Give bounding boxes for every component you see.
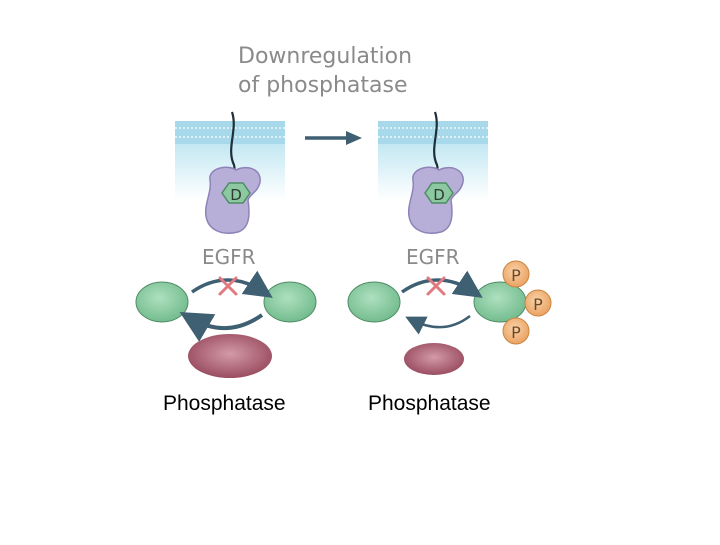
panel-left: D EGFR: [135, 111, 317, 378]
phosphatase-label-right: Phosphatase: [368, 392, 491, 415]
egfr-label-right: EGFR: [406, 245, 460, 269]
phosphate-3-label: P: [511, 323, 521, 342]
membrane-right: [378, 121, 488, 144]
transition-arrow: [305, 131, 362, 145]
drug-label-left: D: [230, 186, 242, 204]
title-line-1: Downregulation: [238, 44, 412, 69]
phosphate-1-label: P: [511, 266, 521, 285]
inhibition-x-right: [426, 276, 446, 296]
drug-hexagon-right: [424, 182, 454, 204]
phosphate-3: P: [502, 317, 530, 345]
phosphate-1: P: [502, 260, 530, 288]
phosphorylation-arrow-right: [401, 270, 483, 298]
phosphatase-label-left: Phosphatase: [163, 392, 286, 415]
dephosphorylation-arrow-right: [405, 315, 471, 335]
substrate-left-a: [135, 281, 189, 323]
drug-label-right: D: [433, 186, 445, 204]
phosphate-2-label: P: [533, 295, 543, 314]
dephosphorylation-arrow-left: [179, 311, 264, 342]
membrane-left: [175, 121, 285, 144]
title-line-2: of phosphatase: [238, 73, 408, 98]
panel-right: D EGFR P P P: [347, 111, 552, 375]
phosphatase-left: [188, 334, 272, 378]
phosphate-2: P: [524, 289, 552, 317]
substrate-left-b: [263, 281, 317, 323]
phosphatase-right: [404, 343, 464, 375]
phosphorylation-arrow-left: [191, 270, 273, 298]
egfr-label-left: EGFR: [202, 245, 256, 269]
substrate-right-b: [473, 281, 527, 323]
inhibition-x-left: [218, 276, 238, 296]
substrate-right-a: [347, 281, 401, 323]
drug-hexagon-left: [221, 182, 251, 204]
